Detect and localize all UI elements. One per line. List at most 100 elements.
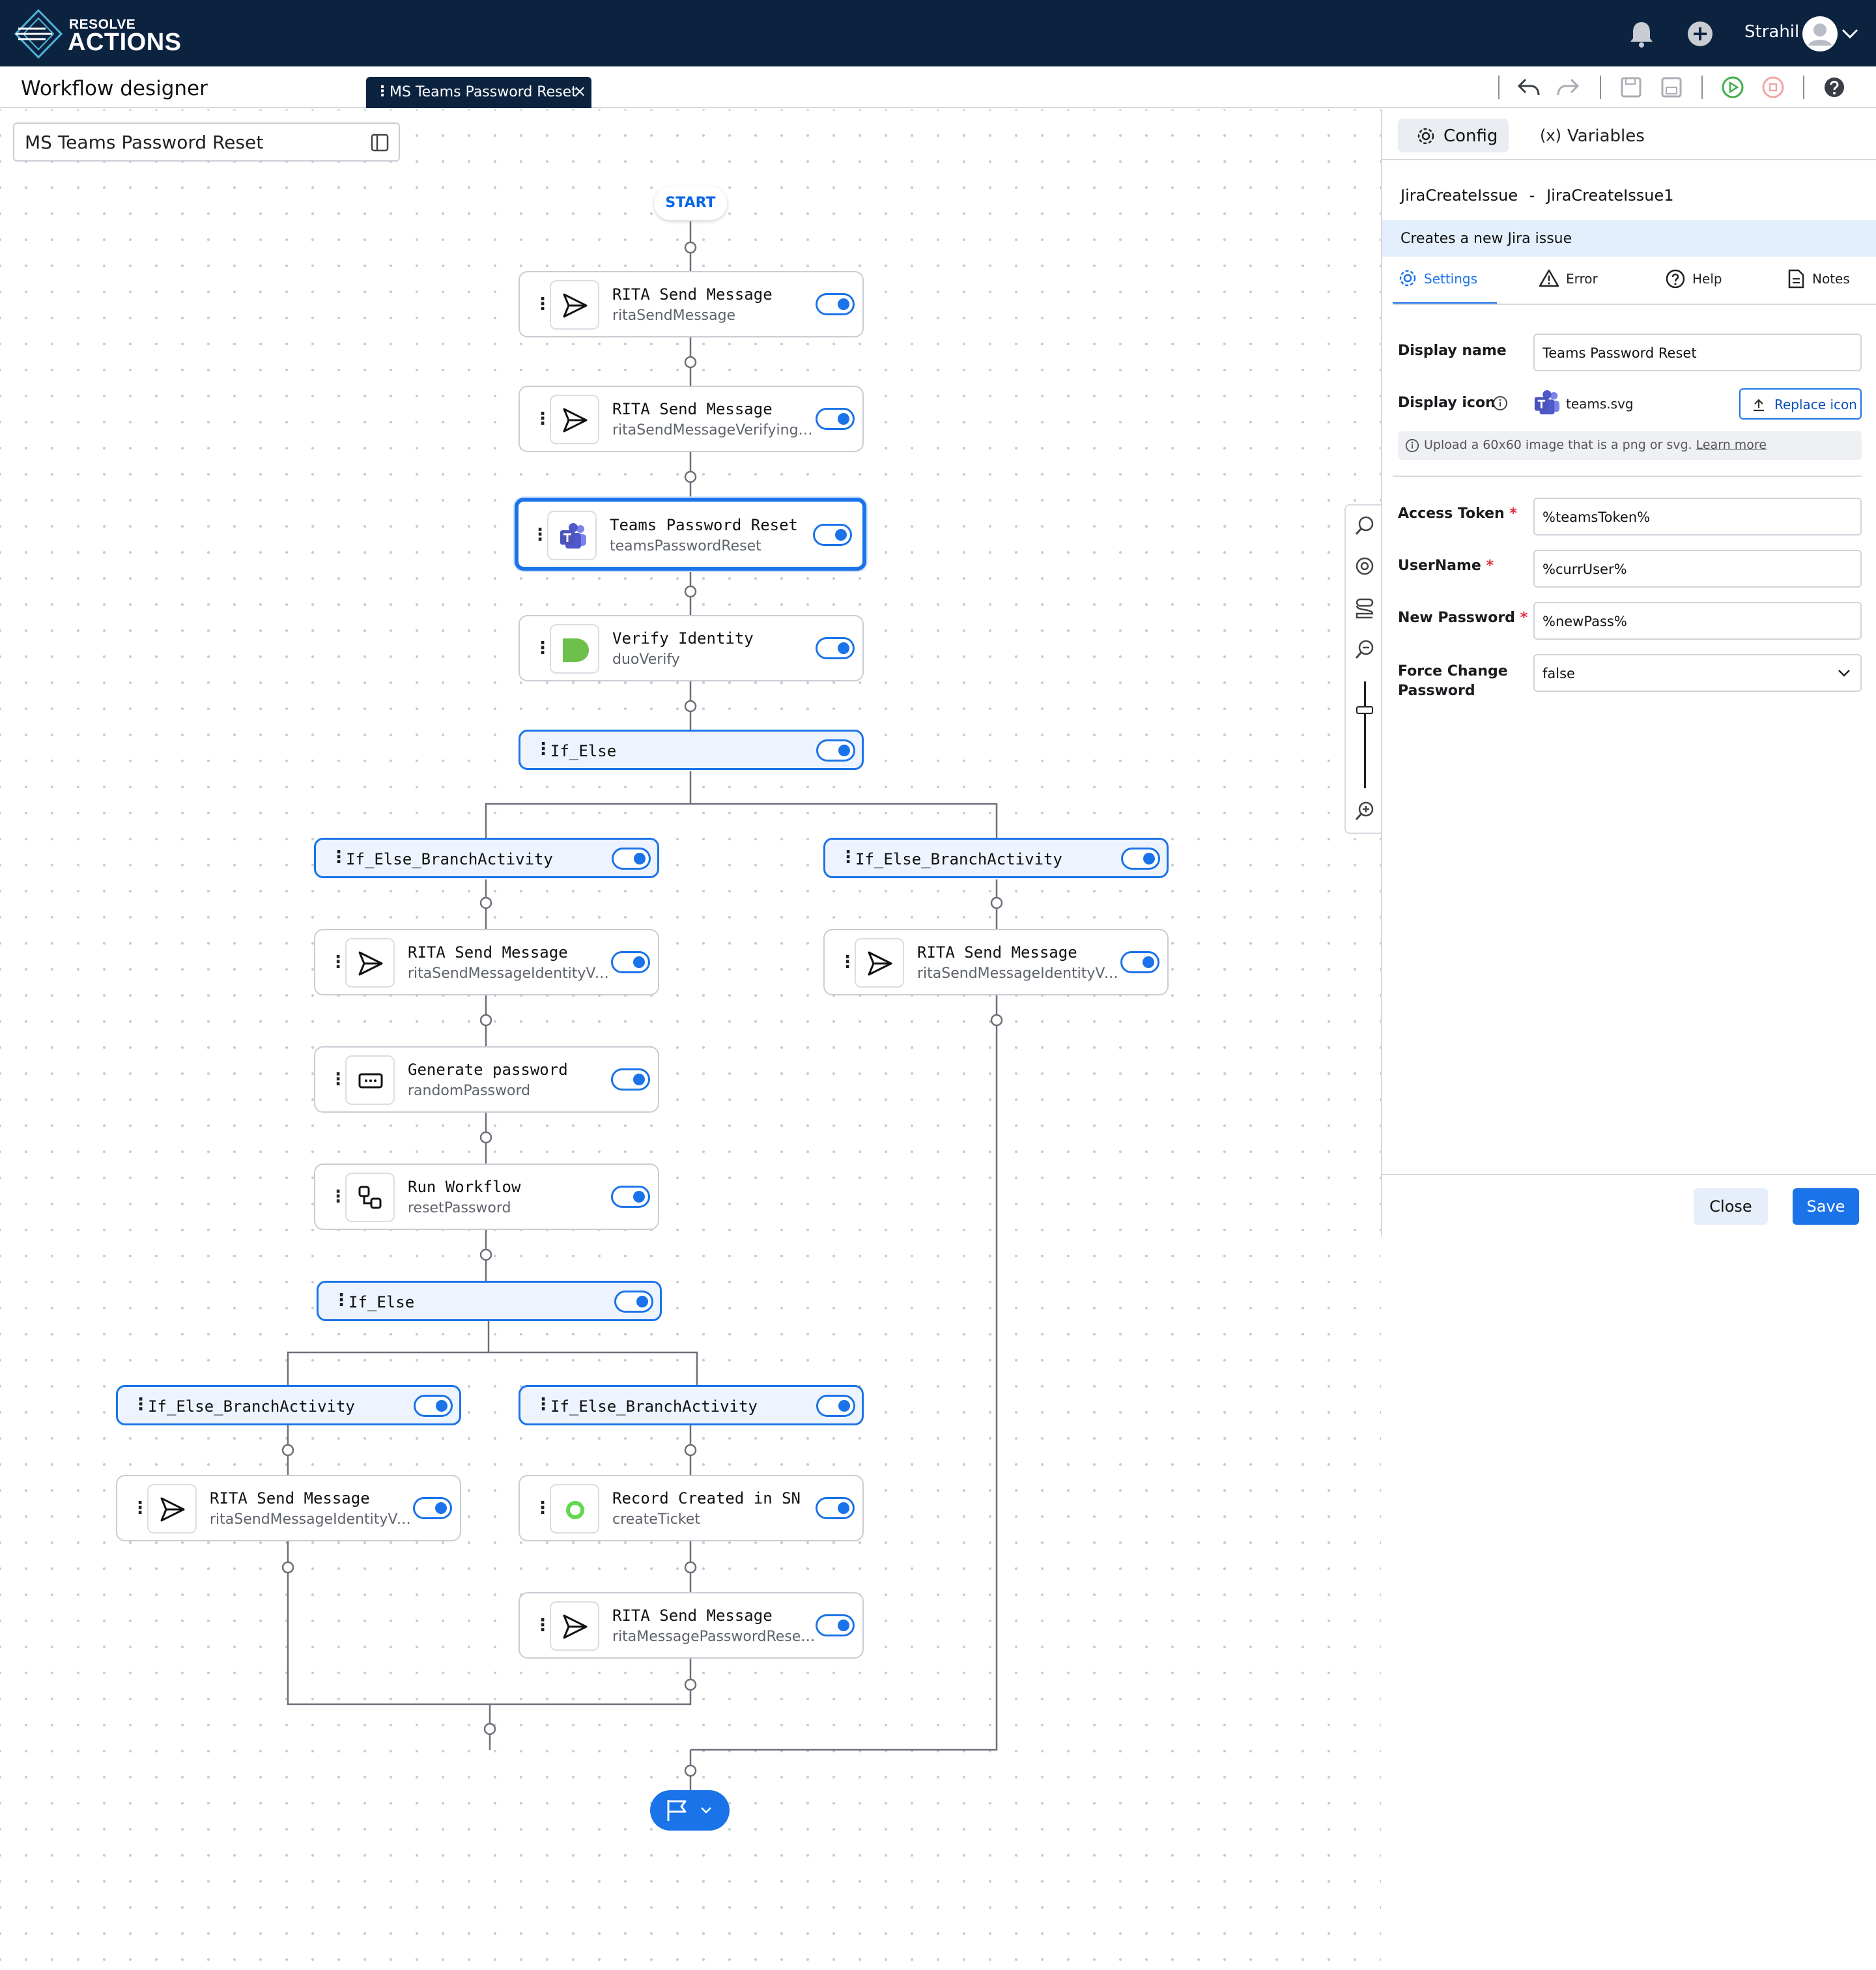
subtab-help[interactable]: Help <box>1666 269 1722 289</box>
node-menu-icon[interactable]: ⋮ <box>532 525 548 545</box>
run-icon[interactable] <box>1720 74 1746 100</box>
node-menu-icon[interactable]: ⋮ <box>330 952 347 972</box>
node-enable-toggle[interactable] <box>816 739 855 762</box>
node-subtitle: ritaSendMessageIdentityVe... <box>917 965 1120 982</box>
node-enable-toggle[interactable] <box>414 1395 453 1417</box>
search-icon[interactable] <box>1354 515 1376 537</box>
close-button[interactable]: Close <box>1694 1188 1768 1225</box>
branch-activity-node[interactable]: ⋮ If_Else_BranchActivity <box>823 838 1169 878</box>
chevron-down-icon[interactable] <box>1841 27 1859 40</box>
subtab-notes-label: Notes <box>1812 271 1850 287</box>
if-else-node[interactable]: ⋮ If_Else <box>317 1281 662 1321</box>
username-input[interactable]: %currUser% <box>1533 550 1862 588</box>
tab-ms-teams-password-reset[interactable]: ⋮ MS Teams Password Reset × <box>366 77 591 108</box>
node-enable-toggle[interactable] <box>1121 848 1160 870</box>
add-icon[interactable] <box>1687 21 1713 47</box>
panel-toggle-icon[interactable] <box>370 133 390 152</box>
activity-node[interactable]: ⋮ RITA Send Message ritaMessagePasswordR… <box>519 1592 864 1659</box>
node-menu-icon[interactable]: ⋮ <box>330 1187 347 1206</box>
locate-icon[interactable] <box>1354 555 1376 577</box>
force-change-select[interactable]: false <box>1533 654 1862 692</box>
activity-node[interactable]: ⋮ Verify Identity duoVerify <box>519 615 864 681</box>
resolve-actions-logo[interactable]: RESOLVE ACTIONS <box>14 8 184 60</box>
branch-activity-node[interactable]: ⋮ If_Else_BranchActivity <box>314 838 659 878</box>
activity-node[interactable]: ⋮ RITA Send Message ritaSendMessage <box>519 271 864 337</box>
node-enable-toggle[interactable] <box>816 1497 855 1519</box>
start-node[interactable]: START <box>654 186 727 220</box>
node-enable-toggle[interactable] <box>611 1186 650 1208</box>
user-name[interactable]: Strahil <box>1744 22 1800 42</box>
workflow-name-box[interactable]: MS Teams Password Reset <box>13 122 400 162</box>
if-else-node[interactable]: ⋮ If_Else <box>519 730 864 770</box>
bell-icon[interactable] <box>1628 20 1655 48</box>
subtab-error[interactable]: Error <box>1539 269 1598 287</box>
activity-node[interactable]: ⋮ RITA Send Message ritaSendMessageIdent… <box>823 929 1169 995</box>
save-icon[interactable] <box>1618 74 1644 100</box>
activity-node[interactable]: ⋮ RITA Send Message ritaSendMessageIdent… <box>314 929 659 995</box>
display-name-input[interactable]: Teams Password Reset <box>1533 334 1862 371</box>
node-menu-icon[interactable]: ⋮ <box>333 1291 350 1310</box>
access-token-input[interactable]: %teamsToken% <box>1533 498 1862 535</box>
node-enable-toggle[interactable] <box>612 848 651 870</box>
node-menu-icon[interactable]: ⋮ <box>534 638 551 658</box>
node-menu-icon[interactable]: ⋮ <box>534 294 551 314</box>
activity-node[interactable]: ⋮ Run Workflow resetPassword <box>314 1163 659 1230</box>
activity-node[interactable]: ⋮ Record Created in SN createTicket <box>519 1475 864 1541</box>
subtab-notes[interactable]: Notes <box>1788 269 1850 289</box>
node-menu-icon[interactable]: ⋮ <box>132 1395 149 1414</box>
logo-mark-icon <box>14 9 63 59</box>
save-as-icon[interactable] <box>1658 74 1684 100</box>
zoom-in-icon[interactable] <box>1354 800 1376 822</box>
node-menu-icon[interactable]: ⋮ <box>534 1498 551 1518</box>
node-menu-icon[interactable]: ⋮ <box>840 848 857 867</box>
new-password-input[interactable]: %newPass% <box>1533 602 1862 640</box>
node-enable-toggle[interactable] <box>413 1497 452 1519</box>
info-icon[interactable] <box>1492 395 1509 412</box>
zoom-slider-track[interactable] <box>1364 681 1366 788</box>
node-menu-icon[interactable]: ⋮ <box>534 409 551 429</box>
node-enable-toggle[interactable] <box>816 293 855 315</box>
node-menu-icon[interactable]: ⋮ <box>132 1498 149 1518</box>
tab-config[interactable]: Config <box>1398 119 1509 152</box>
activity-node[interactable]: ⋮ RITA Send Message ritaSendMessageIdent… <box>116 1475 461 1541</box>
node-menu-icon[interactable]: ⋮ <box>839 952 856 972</box>
undo-icon[interactable] <box>1515 74 1541 100</box>
zoom-slider-handle[interactable] <box>1356 706 1373 714</box>
branch-activity-node[interactable]: ⋮ If_Else_BranchActivity <box>519 1385 864 1425</box>
end-node-button[interactable] <box>650 1790 730 1831</box>
close-icon[interactable]: × <box>573 82 587 100</box>
node-subtitle: ritaSendMessageIdentityVe... <box>210 1511 413 1528</box>
activity-node-selected[interactable]: ⋮ Teams Password Reset teamsPasswordRese… <box>515 498 866 571</box>
node-enable-toggle[interactable] <box>614 1291 653 1313</box>
avatar[interactable] <box>1802 16 1838 52</box>
redo-icon[interactable] <box>1556 74 1582 100</box>
node-menu-icon[interactable]: ⋮ <box>330 1070 347 1089</box>
node-enable-toggle[interactable] <box>813 524 852 546</box>
tab-variables[interactable]: (x) Variables <box>1531 119 1661 152</box>
activity-node[interactable]: ⋮ RITA Send Message ritaSendMessageVerif… <box>519 386 864 452</box>
node-icon-box <box>147 1484 197 1534</box>
node-enable-toggle[interactable] <box>816 408 855 430</box>
node-enable-toggle[interactable] <box>816 637 855 659</box>
branch-activity-node[interactable]: ⋮ If_Else_BranchActivity <box>116 1385 461 1425</box>
activity-node[interactable]: ⋮ Generate password randomPassword <box>314 1046 659 1113</box>
node-menu-icon[interactable]: ⋮ <box>535 1395 552 1414</box>
help-icon[interactable] <box>1821 74 1847 100</box>
learn-more-link[interactable]: Learn more <box>1696 438 1767 452</box>
node-enable-toggle[interactable] <box>611 951 650 973</box>
stop-icon[interactable] <box>1760 74 1786 100</box>
save-button[interactable]: Save <box>1793 1188 1859 1225</box>
subtab-settings[interactable]: Settings <box>1399 270 1477 287</box>
node-enable-toggle[interactable] <box>611 1068 650 1091</box>
activity-type: JiraCreateIssue <box>1400 186 1518 205</box>
node-menu-icon[interactable]: ⋮ <box>330 848 347 867</box>
node-enable-toggle[interactable] <box>816 1395 855 1417</box>
node-enable-toggle[interactable] <box>1120 951 1159 973</box>
node-enable-toggle[interactable] <box>816 1614 855 1636</box>
tab-menu-icon[interactable]: ⋮ <box>375 83 390 100</box>
replace-icon-button[interactable]: Replace icon <box>1739 388 1862 420</box>
zoom-out-icon[interactable] <box>1354 638 1376 661</box>
node-menu-icon[interactable]: ⋮ <box>534 1616 551 1635</box>
layers-icon[interactable] <box>1354 597 1376 619</box>
node-menu-icon[interactable]: ⋮ <box>535 739 552 759</box>
